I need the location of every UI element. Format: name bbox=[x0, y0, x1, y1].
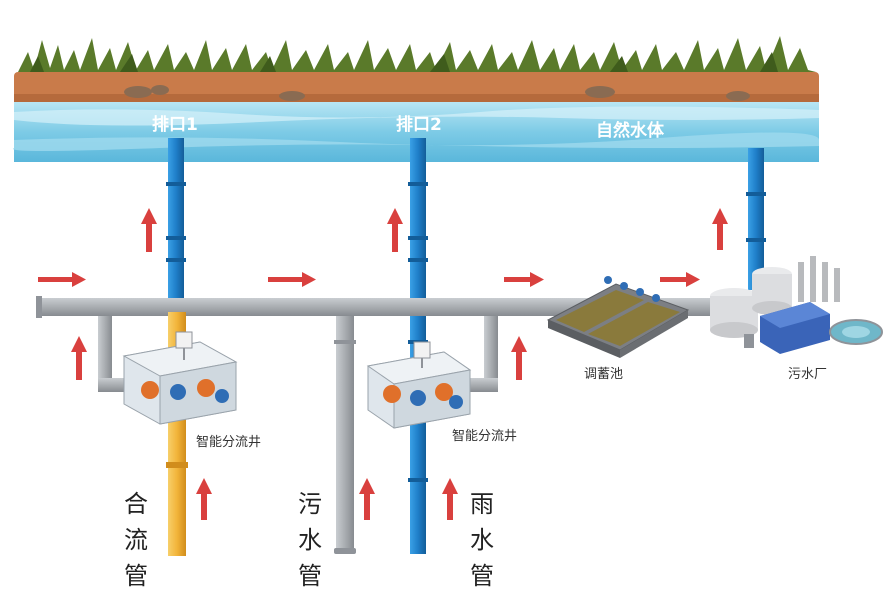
rain-pipe-char: 水 bbox=[470, 526, 494, 554]
sewage-pipe-char: 污 bbox=[298, 490, 322, 518]
grass-strip bbox=[18, 36, 816, 72]
combined-pipe-label: 合 流 管 bbox=[124, 490, 148, 590]
flow-arrow-right bbox=[38, 272, 86, 287]
regulating-tank bbox=[546, 276, 690, 358]
outlet-1-pipe bbox=[168, 138, 184, 298]
regulating-tank-label: 调蓄池 bbox=[584, 367, 623, 382]
outlet-2-label: 排口2 bbox=[396, 114, 442, 135]
flow-arrows bbox=[38, 208, 728, 520]
flow-arrow-up bbox=[196, 478, 212, 520]
combined-pipe-char: 合 bbox=[124, 490, 148, 518]
flow-arrow-up bbox=[359, 478, 375, 520]
combined-pipe-char: 管 bbox=[124, 562, 148, 590]
natural-water-label: 自然水体 bbox=[596, 120, 665, 141]
rain-pipe-char: 管 bbox=[470, 562, 494, 590]
well1-left-connector bbox=[98, 316, 112, 386]
rocks bbox=[124, 85, 750, 101]
flow-arrow-up bbox=[387, 208, 403, 252]
sewage-pipe-label: 污 水 管 bbox=[298, 490, 322, 590]
flow-arrow-right bbox=[660, 272, 700, 287]
sewage-pipe bbox=[336, 316, 354, 552]
flow-arrow-up bbox=[712, 208, 728, 250]
sewage-pipe-char: 水 bbox=[298, 526, 322, 554]
flow-arrow-up bbox=[442, 478, 458, 520]
plant-outfall-pipe bbox=[748, 148, 764, 290]
flow-arrow-right bbox=[268, 272, 316, 287]
flow-arrow-right bbox=[504, 272, 544, 287]
smart-diversion-well-2 bbox=[366, 341, 472, 429]
outlet-1-label: 排口1 bbox=[152, 114, 198, 135]
sewage-pipe-char: 管 bbox=[298, 562, 322, 590]
smart-diversion-well-1 bbox=[122, 331, 238, 425]
combined-pipe-char: 流 bbox=[124, 526, 148, 554]
well2-right-connector bbox=[484, 316, 498, 386]
rain-pipe-char: 雨 bbox=[470, 490, 494, 518]
flow-arrow-up bbox=[71, 336, 87, 380]
outlet-2-pipe bbox=[410, 138, 426, 298]
flow-arrow-up bbox=[511, 336, 527, 380]
treatment-plant bbox=[710, 256, 883, 354]
smart-well-1-label: 智能分流井 bbox=[196, 435, 261, 450]
treatment-plant-label: 污水厂 bbox=[788, 367, 827, 382]
flow-arrow-up bbox=[141, 208, 157, 252]
smart-well-2-label: 智能分流井 bbox=[452, 429, 517, 444]
rain-pipe-label: 雨 水 管 bbox=[470, 490, 494, 590]
